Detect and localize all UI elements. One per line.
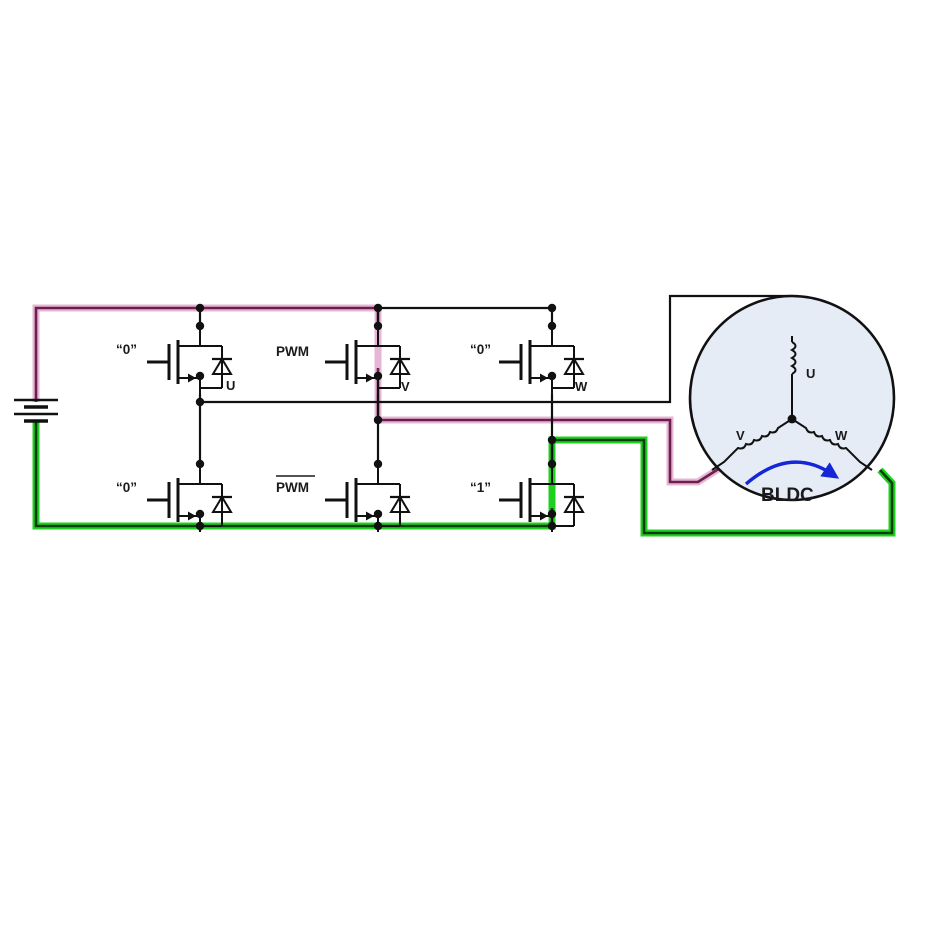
gate-label-w-low: “1” — [470, 480, 491, 495]
leg-u — [167, 308, 234, 534]
mosfet-u-high — [167, 324, 234, 396]
mosfet-v-low — [345, 462, 412, 534]
phase-label-u: U — [226, 378, 235, 393]
phase-label-w: W — [575, 379, 588, 394]
winding-v-coil — [711, 418, 793, 471]
gate-label-u-low: “0” — [116, 480, 137, 495]
gate-label-w-high: “0” — [470, 342, 491, 357]
winding-label-u: U — [806, 366, 815, 381]
bldc-motor: U V W BLDC — [688, 294, 896, 506]
gate-leads — [147, 360, 521, 502]
junction-dots — [195, 303, 557, 531]
winding-label-v: V — [736, 428, 745, 443]
star-point — [787, 414, 797, 424]
gate-label-v-high: PWM — [276, 344, 309, 359]
rotation-arrow-icon — [744, 460, 840, 486]
gate-label-v-low: PWM — [276, 480, 309, 495]
winding-w-coil — [791, 418, 873, 471]
mosfet-u-low — [167, 462, 234, 534]
motor-label: BLDC — [761, 485, 814, 506]
battery-symbol — [14, 398, 58, 423]
phase-label-v: V — [401, 379, 410, 394]
winding-label-w: W — [835, 428, 848, 443]
gate-label-u-high: “0” — [116, 342, 137, 357]
